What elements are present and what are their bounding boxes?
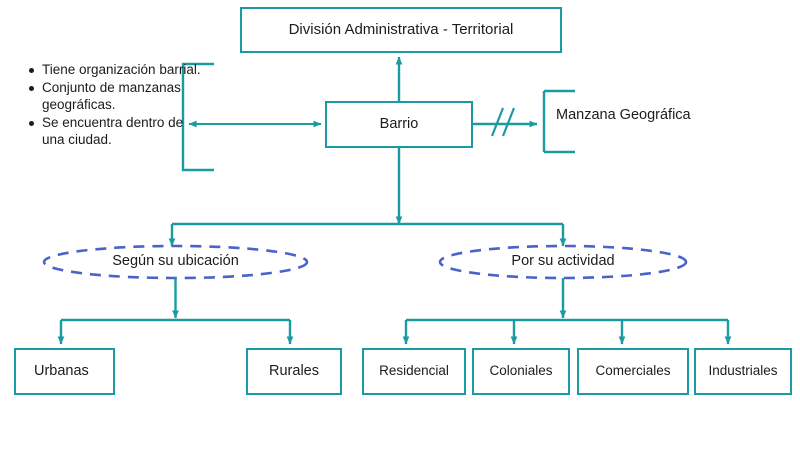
side-note-bullets: Tiene organización barrial. Conjunto de … bbox=[26, 62, 206, 149]
node-label: Rurales bbox=[269, 362, 319, 379]
node-urbanas[interactable]: Urbanas bbox=[14, 348, 115, 395]
node-industriales[interactable]: Industriales bbox=[694, 348, 792, 395]
break-slash-2 bbox=[501, 107, 516, 137]
node-label: Urbanas bbox=[34, 362, 89, 379]
list-item: Se encuentra dentro de una ciudad. bbox=[29, 115, 206, 149]
node-label: Barrio bbox=[379, 115, 419, 132]
ellipse-por-actividad bbox=[438, 244, 688, 280]
node-coloniales[interactable]: Coloniales bbox=[472, 348, 570, 395]
node-manzana-geografica[interactable]: Manzana Geográfica bbox=[556, 107, 736, 123]
list-item: Tiene organización barrial. bbox=[29, 62, 206, 79]
node-comerciales[interactable]: Comerciales bbox=[577, 348, 689, 395]
bracket-side-note bbox=[181, 62, 214, 172]
node-label: División Administrativa - Territorial bbox=[288, 21, 514, 38]
node-residencial[interactable]: Residencial bbox=[362, 348, 466, 395]
branch-label-ubicacion[interactable]: Según su ubicación bbox=[44, 253, 307, 269]
node-barrio[interactable]: Barrio bbox=[325, 101, 473, 148]
bracket-manzana bbox=[542, 89, 575, 154]
node-rurales[interactable]: Rurales bbox=[246, 348, 342, 395]
break-slash-1 bbox=[490, 107, 505, 137]
branch-label-actividad[interactable]: Por su actividad bbox=[440, 253, 686, 269]
node-label: Coloniales bbox=[489, 363, 553, 379]
node-label: Manzana Geográfica bbox=[556, 107, 691, 123]
node-label: Según su ubicación bbox=[112, 253, 239, 269]
node-label: Residencial bbox=[379, 363, 449, 379]
node-division-administrativa[interactable]: División Administrativa - Territorial bbox=[240, 7, 562, 53]
node-label: Por su actividad bbox=[511, 253, 615, 269]
list-item: Conjunto de manzanas geográficas. bbox=[29, 80, 206, 114]
node-label: Comerciales bbox=[595, 363, 671, 379]
node-label: Industriales bbox=[708, 363, 778, 379]
